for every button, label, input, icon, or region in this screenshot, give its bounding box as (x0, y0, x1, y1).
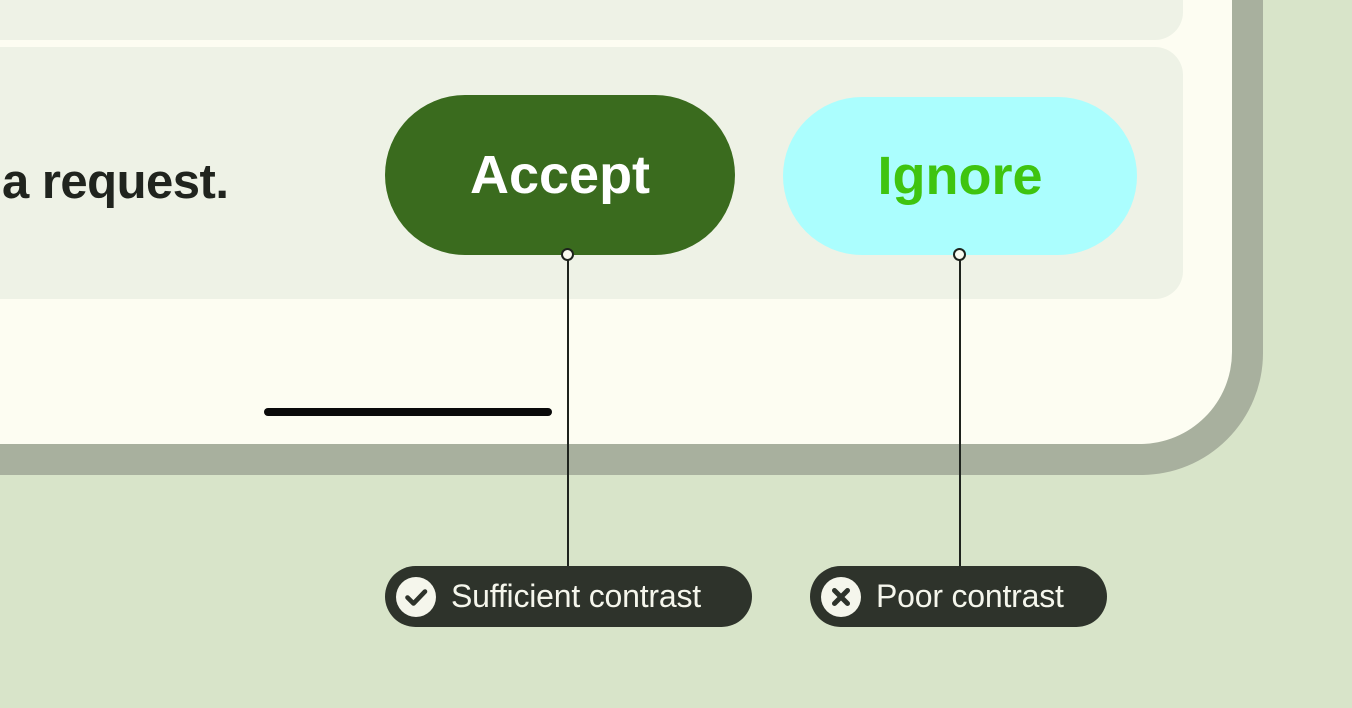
leader-line-accept (567, 260, 569, 566)
connector-dot-ignore (953, 248, 966, 261)
divider-line (264, 408, 552, 416)
ignore-button[interactable]: Ignore (783, 97, 1137, 255)
leader-line-ignore (959, 260, 961, 566)
accept-button[interactable]: Accept (385, 95, 735, 255)
check-icon (396, 576, 436, 617)
request-text: a request. (2, 155, 229, 209)
annotation-label: Poor contrast (876, 578, 1064, 614)
annotation-label: Sufficient contrast (451, 578, 701, 614)
notification-panel-top (0, 0, 1183, 40)
annotation-poor-contrast: Poor contrast (810, 566, 1107, 627)
x-icon (821, 576, 861, 617)
connector-dot-accept (561, 248, 574, 261)
annotation-sufficient-contrast: Sufficient contrast (385, 566, 752, 627)
